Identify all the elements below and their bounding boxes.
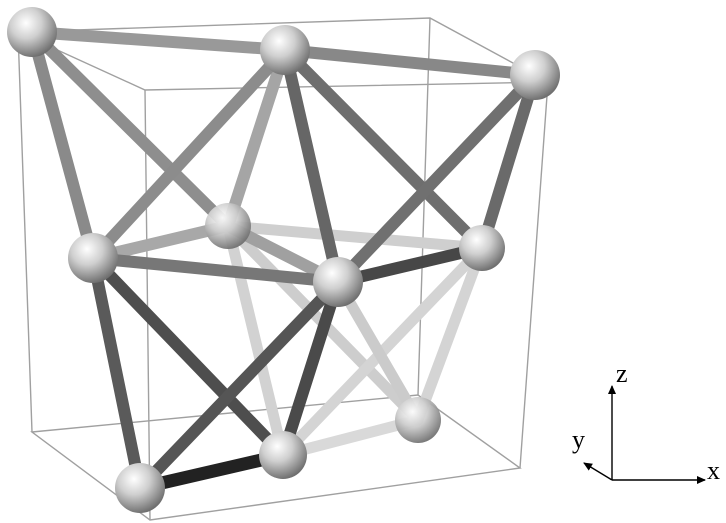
bond	[26, 26, 291, 56]
atom-sphere	[459, 225, 505, 271]
atom-sphere	[313, 257, 363, 307]
bond	[222, 220, 289, 461]
bond	[26, 26, 234, 232]
bond	[476, 69, 541, 254]
atom-sphere	[259, 431, 307, 479]
bond	[87, 252, 289, 461]
atom-sphere	[205, 203, 251, 249]
axes-indicator	[583, 385, 706, 484]
z-axis-label: z	[616, 359, 628, 388]
bond	[134, 276, 344, 494]
atom-sphere	[395, 397, 441, 443]
atoms	[7, 7, 560, 513]
bond	[332, 276, 424, 426]
atom-sphere	[7, 7, 57, 57]
atom-sphere	[68, 233, 118, 283]
y-axis-arrow	[583, 462, 613, 481]
bond	[279, 44, 541, 81]
atom-sphere	[260, 25, 310, 75]
atom-sphere	[115, 463, 165, 513]
bond	[87, 252, 344, 288]
y-axis-label: y	[572, 425, 585, 454]
bond	[412, 242, 488, 426]
bond	[26, 26, 99, 264]
bond	[277, 276, 344, 461]
cell-edge	[30, 394, 522, 521]
bond	[87, 252, 146, 494]
bond	[279, 44, 344, 288]
bond	[87, 44, 291, 264]
bond	[222, 220, 488, 254]
front-bonds	[87, 242, 488, 495]
atom-sphere	[510, 50, 560, 100]
bond	[222, 44, 291, 232]
bond	[332, 69, 541, 288]
x-axis-label: x	[707, 456, 720, 485]
cell-edge	[17, 17, 549, 521]
bond	[279, 44, 488, 254]
